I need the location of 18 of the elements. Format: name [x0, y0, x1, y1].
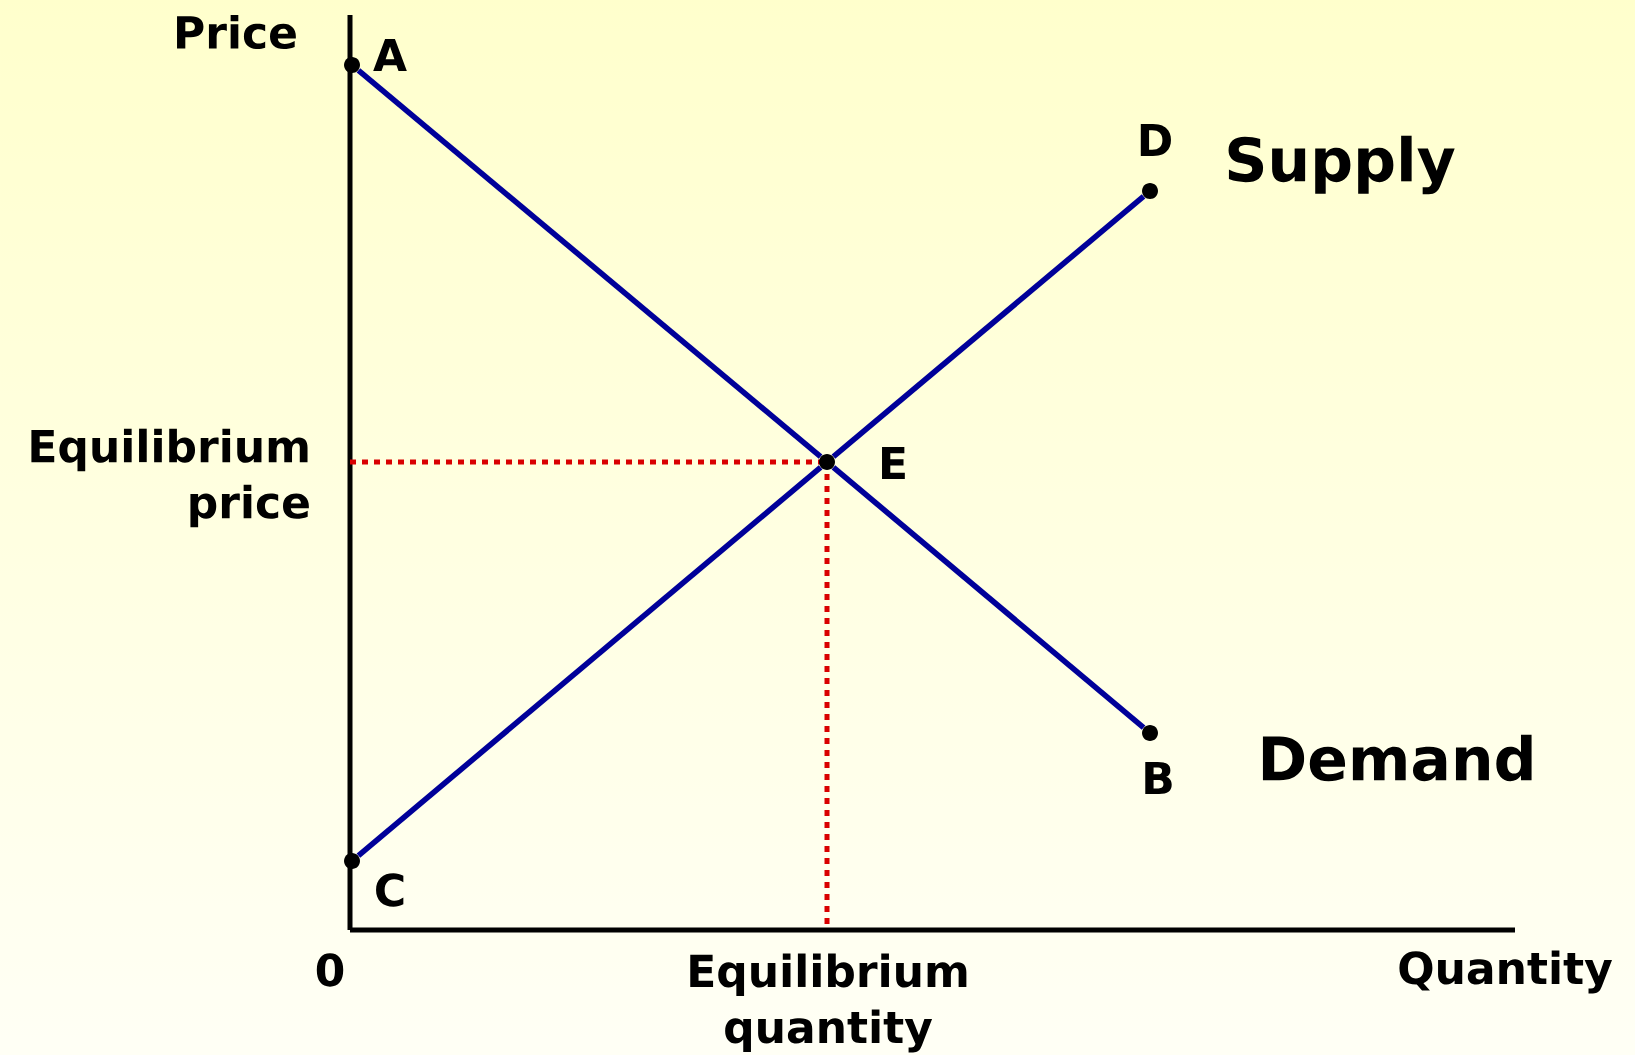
- axis-label: Quantity: [1399, 950, 1612, 994]
- axis-label: 0: [316, 953, 344, 987]
- node-label: B: [1145, 761, 1172, 795]
- point: A: [344, 38, 407, 73]
- point: E: [819, 446, 905, 479]
- point: D: [1140, 123, 1171, 199]
- curve-line: [831, 194, 1146, 459]
- node-label: A: [373, 38, 407, 72]
- node-label: D: [1140, 123, 1171, 157]
- curve-line: [831, 465, 1146, 730]
- point: B: [1142, 725, 1172, 794]
- point: C: [344, 853, 404, 907]
- curve-line: [356, 465, 823, 858]
- node-label: C: [376, 873, 404, 907]
- axis-label: Equilibrium price: [31, 428, 309, 528]
- node-label: E: [882, 446, 905, 480]
- curve-line: [356, 68, 823, 459]
- axis-label: Equilibrium quantity: [690, 953, 967, 1053]
